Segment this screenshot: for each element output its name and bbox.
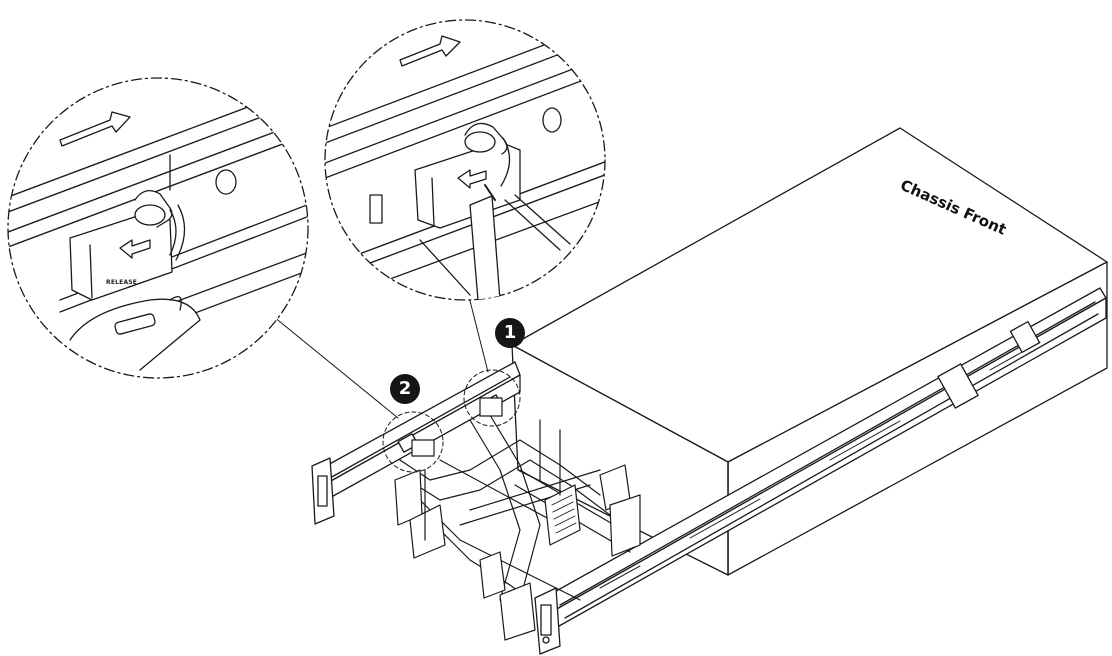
arrow-right-icon <box>399 35 461 67</box>
callout-number-2: 2 <box>390 374 420 404</box>
left-rail <box>311 361 521 525</box>
arrow-left-icon <box>457 169 487 189</box>
magnifier-left <box>7 77 309 379</box>
arrow-left-icon <box>119 239 151 259</box>
magnifier-right <box>324 19 606 301</box>
screwdriver <box>419 184 571 300</box>
leader-line-left <box>267 311 399 419</box>
callout-number-1: 1 <box>495 318 525 348</box>
callout-area-2 <box>382 411 444 473</box>
right-rail <box>534 287 1107 655</box>
arrow-right-icon <box>59 111 131 147</box>
cable-management-arm <box>394 397 641 641</box>
callout-area-1 <box>463 369 521 427</box>
latch-label: RELEASE <box>106 279 138 286</box>
